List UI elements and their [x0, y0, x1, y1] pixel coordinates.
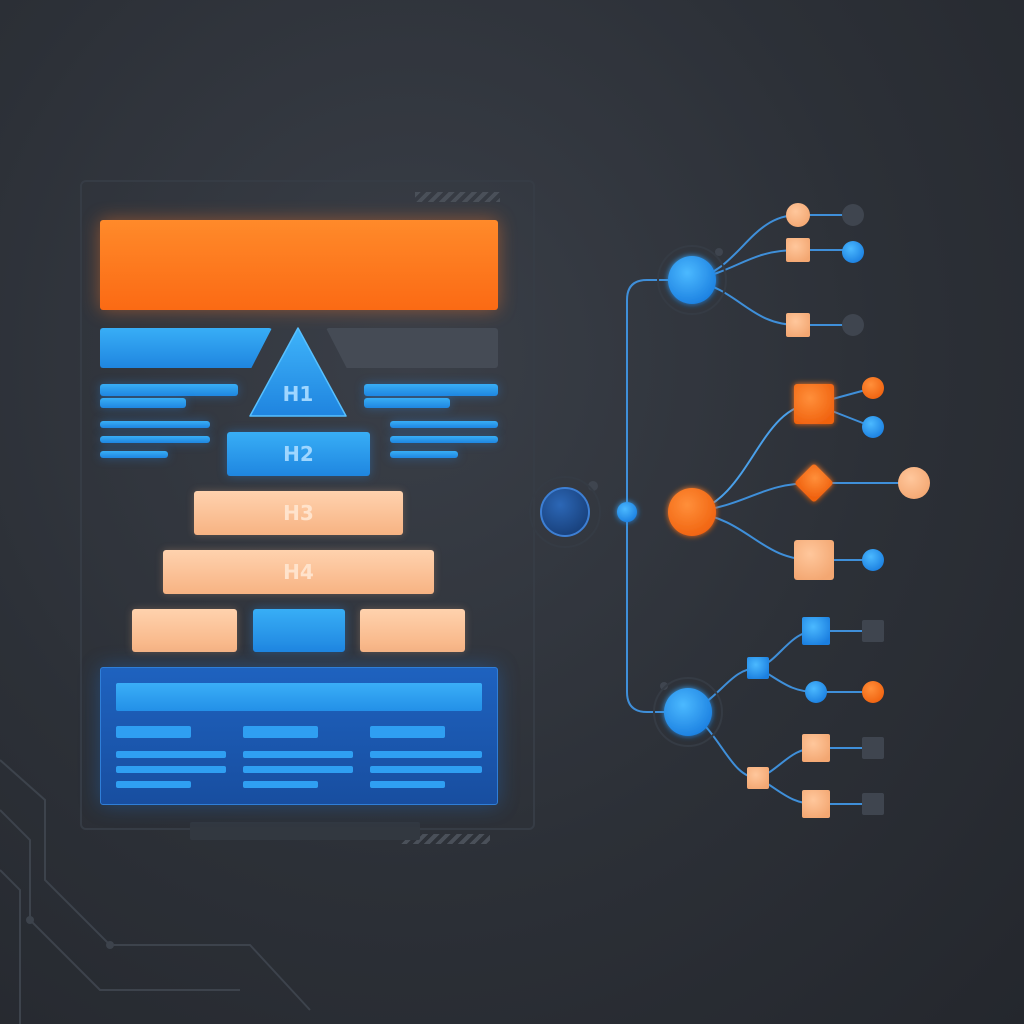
- leaf-node-dark-square: [862, 793, 884, 815]
- footer-col2-line2: [243, 766, 353, 773]
- hub3-ring: [653, 677, 723, 747]
- footer-col1-line1: [116, 751, 226, 758]
- text-line-right-4: [390, 436, 498, 443]
- block-level5-center: [253, 609, 345, 652]
- leaf-node-dark-square: [862, 737, 884, 759]
- leaf-node-blue: [842, 241, 864, 263]
- leaf-node-dark-square: [862, 620, 884, 642]
- footer-col1-line3: [116, 781, 191, 788]
- grandchild-node-blue-square: [802, 617, 830, 645]
- root-node-ring: [529, 476, 601, 548]
- child-node-orange-diamond: [795, 464, 833, 502]
- child-node-peach-square: [794, 540, 834, 580]
- footer-col2-line1: [243, 751, 353, 758]
- nav-bar-right: [326, 328, 498, 368]
- footer-col2-heading: [243, 726, 318, 738]
- footer-col2-line3: [243, 781, 318, 788]
- footer-title-bar: [116, 683, 482, 711]
- text-line-right-1: [364, 384, 498, 396]
- leaf-node-peach: [898, 467, 930, 499]
- node-tree-diagram: [529, 203, 930, 818]
- frame-stripe-top: [415, 192, 500, 202]
- child-node-peach-square: [786, 238, 810, 262]
- footer-col3-line1: [370, 751, 482, 758]
- junction-dot: [660, 682, 668, 690]
- root-node: [540, 487, 590, 537]
- footer-col3-line2: [370, 766, 482, 773]
- child-node-blue-square: [747, 657, 769, 679]
- block-level5-left: [132, 609, 237, 652]
- text-line-right-5: [390, 451, 458, 458]
- hub-node-2: [668, 488, 716, 536]
- document-hierarchy-panel: [60, 170, 540, 860]
- grandchild-node-blue: [805, 681, 827, 703]
- h1-triangle: [249, 327, 347, 417]
- leaf-node-dark: [842, 204, 864, 226]
- heading-level-h1: H1: [248, 326, 348, 418]
- leaf-node-orange: [862, 681, 884, 703]
- footer-col1-heading: [116, 726, 191, 738]
- child-node-peach-square: [786, 313, 810, 337]
- hub1-ring: [657, 245, 727, 315]
- leaf-node-blue: [862, 416, 884, 438]
- heading-level-h2: H2: [227, 432, 370, 476]
- page-header-bar: [100, 220, 498, 310]
- block-level5-right: [360, 609, 465, 652]
- text-line-left-5: [100, 451, 168, 458]
- grandchild-node-peach-square: [802, 734, 830, 762]
- text-line-left-4: [100, 436, 210, 443]
- footer-col3-line3: [370, 781, 445, 788]
- text-line-left-1: [100, 384, 238, 396]
- trunk-junction-node: [617, 502, 637, 522]
- footer-col3-heading: [370, 726, 445, 738]
- child-node-peach-square: [747, 767, 769, 789]
- heading-level-h3: H3: [194, 491, 403, 535]
- junction-dot: [715, 248, 723, 256]
- text-line-right-2: [364, 398, 450, 408]
- frame-stripe-bottom: [400, 834, 490, 844]
- h1-label: H1: [282, 382, 314, 406]
- footer-col1-line2: [116, 766, 226, 773]
- leaf-node-blue: [862, 549, 884, 571]
- text-line-left-3: [100, 421, 210, 428]
- text-line-right-3: [390, 421, 498, 428]
- nav-bar-left: [100, 328, 272, 368]
- grandchild-node-peach-square: [802, 790, 830, 818]
- heading-level-h4: H4: [163, 550, 434, 594]
- hub-node-1: [668, 256, 716, 304]
- hub-node-3: [664, 688, 712, 736]
- text-line-left-2: [100, 398, 186, 408]
- child-node-peach: [786, 203, 810, 227]
- frame-bottom-tab: [190, 822, 420, 840]
- child-node-orange-square: [794, 384, 834, 424]
- leaf-node-orange: [862, 377, 884, 399]
- leaf-node-dark: [842, 314, 864, 336]
